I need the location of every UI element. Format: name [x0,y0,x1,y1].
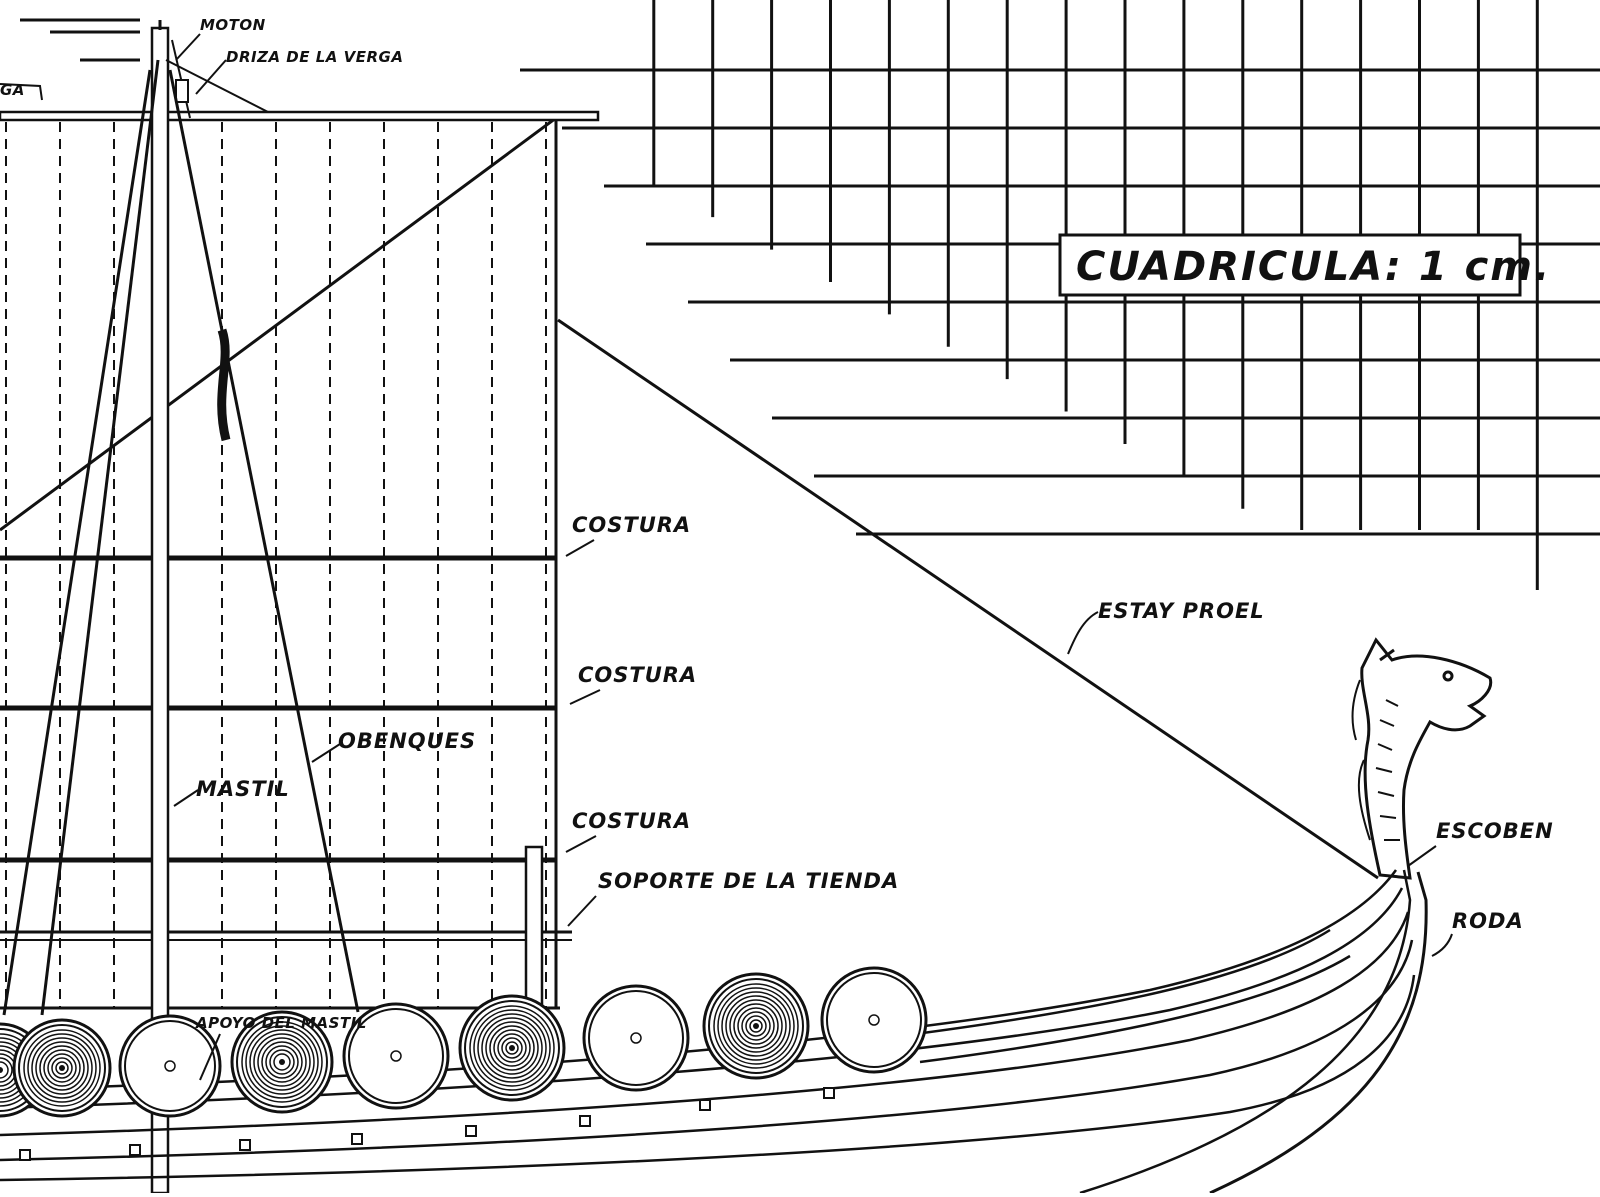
shield-row [0,966,928,1118]
forestay [557,318,1379,880]
shield [702,972,810,1080]
label-escoben: ESCOBEN [1436,819,1554,843]
label-costura-1: COSTURA [572,513,691,537]
label-costura-2: COSTURA [578,663,697,687]
shield [820,966,928,1074]
label-apoyo: APOYO DEL MASTIL [195,1014,367,1032]
shield [118,1014,222,1118]
label-estay: ESTAY PROEL [1098,599,1265,623]
label-soporte: SOPORTE DE LA TIENDA [598,869,899,893]
shield [230,1010,334,1114]
sail-diagonal-brace [0,116,557,532]
sail [0,116,572,1010]
label-mastil: MASTIL [196,777,290,801]
shield [342,1002,450,1110]
label-obenques: OBENQUES [338,729,476,753]
label-costura-3: COSTURA [572,809,691,833]
shield [582,984,690,1092]
label-moton: MOTON [200,16,266,34]
annotations: MOTON DRIZA DE LA VERGA GA CUADRICULA: 1… [0,16,1554,1081]
hull [0,869,1428,1195]
gunwale-ports [19,1087,835,1161]
scale-grid [20,0,1600,590]
yard [0,83,600,122]
tent-support-post [524,845,544,1024]
label-verga-partial: GA [0,81,25,99]
label-roda: RODA [1452,909,1524,933]
label-driza: DRIZA DE LA VERGA [226,48,403,66]
shield [12,1018,112,1118]
dragon-figurehead [1351,637,1493,880]
shrouds [2,59,360,1016]
scale-title: CUADRICULA: 1 cm. [1076,244,1551,290]
shield [458,994,566,1102]
